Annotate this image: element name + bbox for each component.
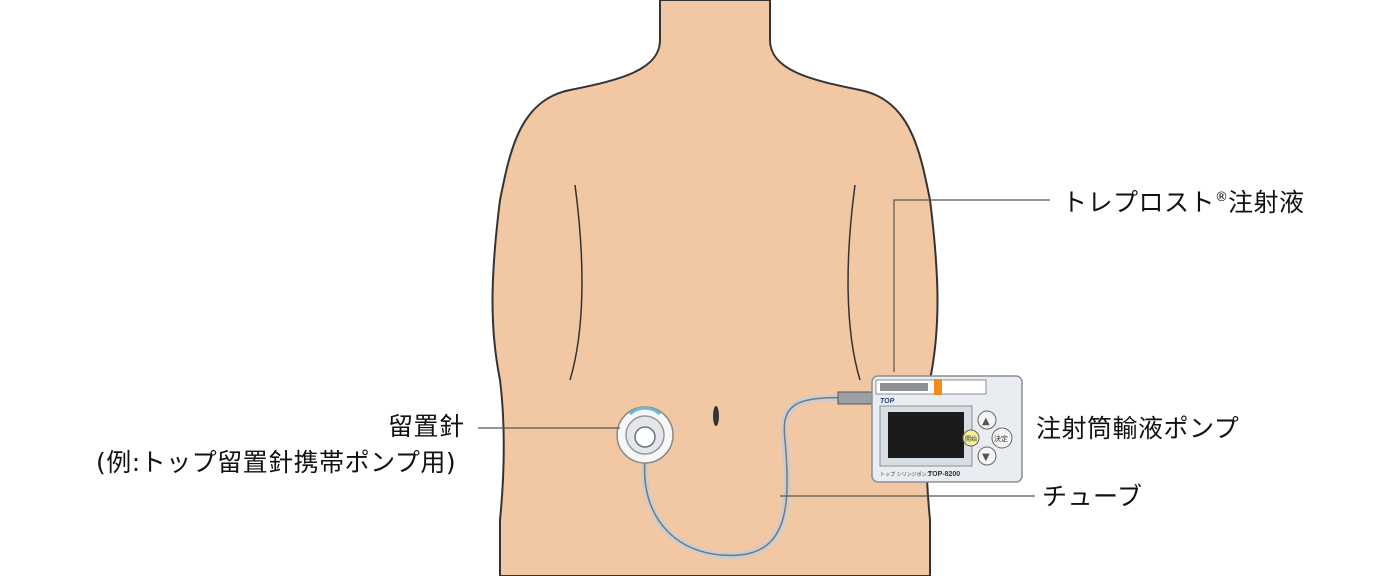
chest-line-left [569,184,583,381]
pump-down-glyph: ▼ [982,452,990,463]
pump-down-button [977,446,997,466]
torso [491,0,939,576]
pump-confirm-button [991,427,1013,449]
syringe-liquid [880,383,928,391]
chest-line-right [847,184,861,381]
pump-confirm-label: 決定 [994,434,1008,443]
leader-line-injection [893,199,1050,372]
label-needle: 留置針 [388,412,465,441]
pump-up-glyph: ▲ [982,416,990,427]
needle-hub [634,426,656,448]
pump-start-button [962,429,980,447]
label-needle-example: (例:トップ留置針携帯ポンプ用) [96,448,457,477]
navel [713,406,719,426]
pump-screen [888,412,964,458]
label-injection-name: トレプロスト [1062,188,1216,217]
syringe-pump: TOP ▲ ▼ 決定 開始 トップ シリンジポンプ TOP-8200 [837,375,1023,483]
label-pump: 注射筒輸液ポンプ [1036,414,1240,443]
label-tube: チューブ [1042,482,1143,511]
syringe-connector [837,391,875,405]
indwelling-needle [616,406,674,464]
pump-up-button [977,410,997,430]
pump-brand: TOP [880,398,895,405]
syringe-plunger-tab [934,379,942,395]
pump-model: TOP-8200 [928,471,960,478]
infusion-tube-edge [643,396,861,557]
label-injection-suffix: 注射液 [1228,188,1305,217]
registered-mark: ® [1215,190,1229,205]
pump-maker-text: トップ シリンジポンプ [880,471,931,478]
pump-start-label: 開始 [965,435,977,443]
label-injection: トレプロスト®注射液 [1062,183,1305,218]
